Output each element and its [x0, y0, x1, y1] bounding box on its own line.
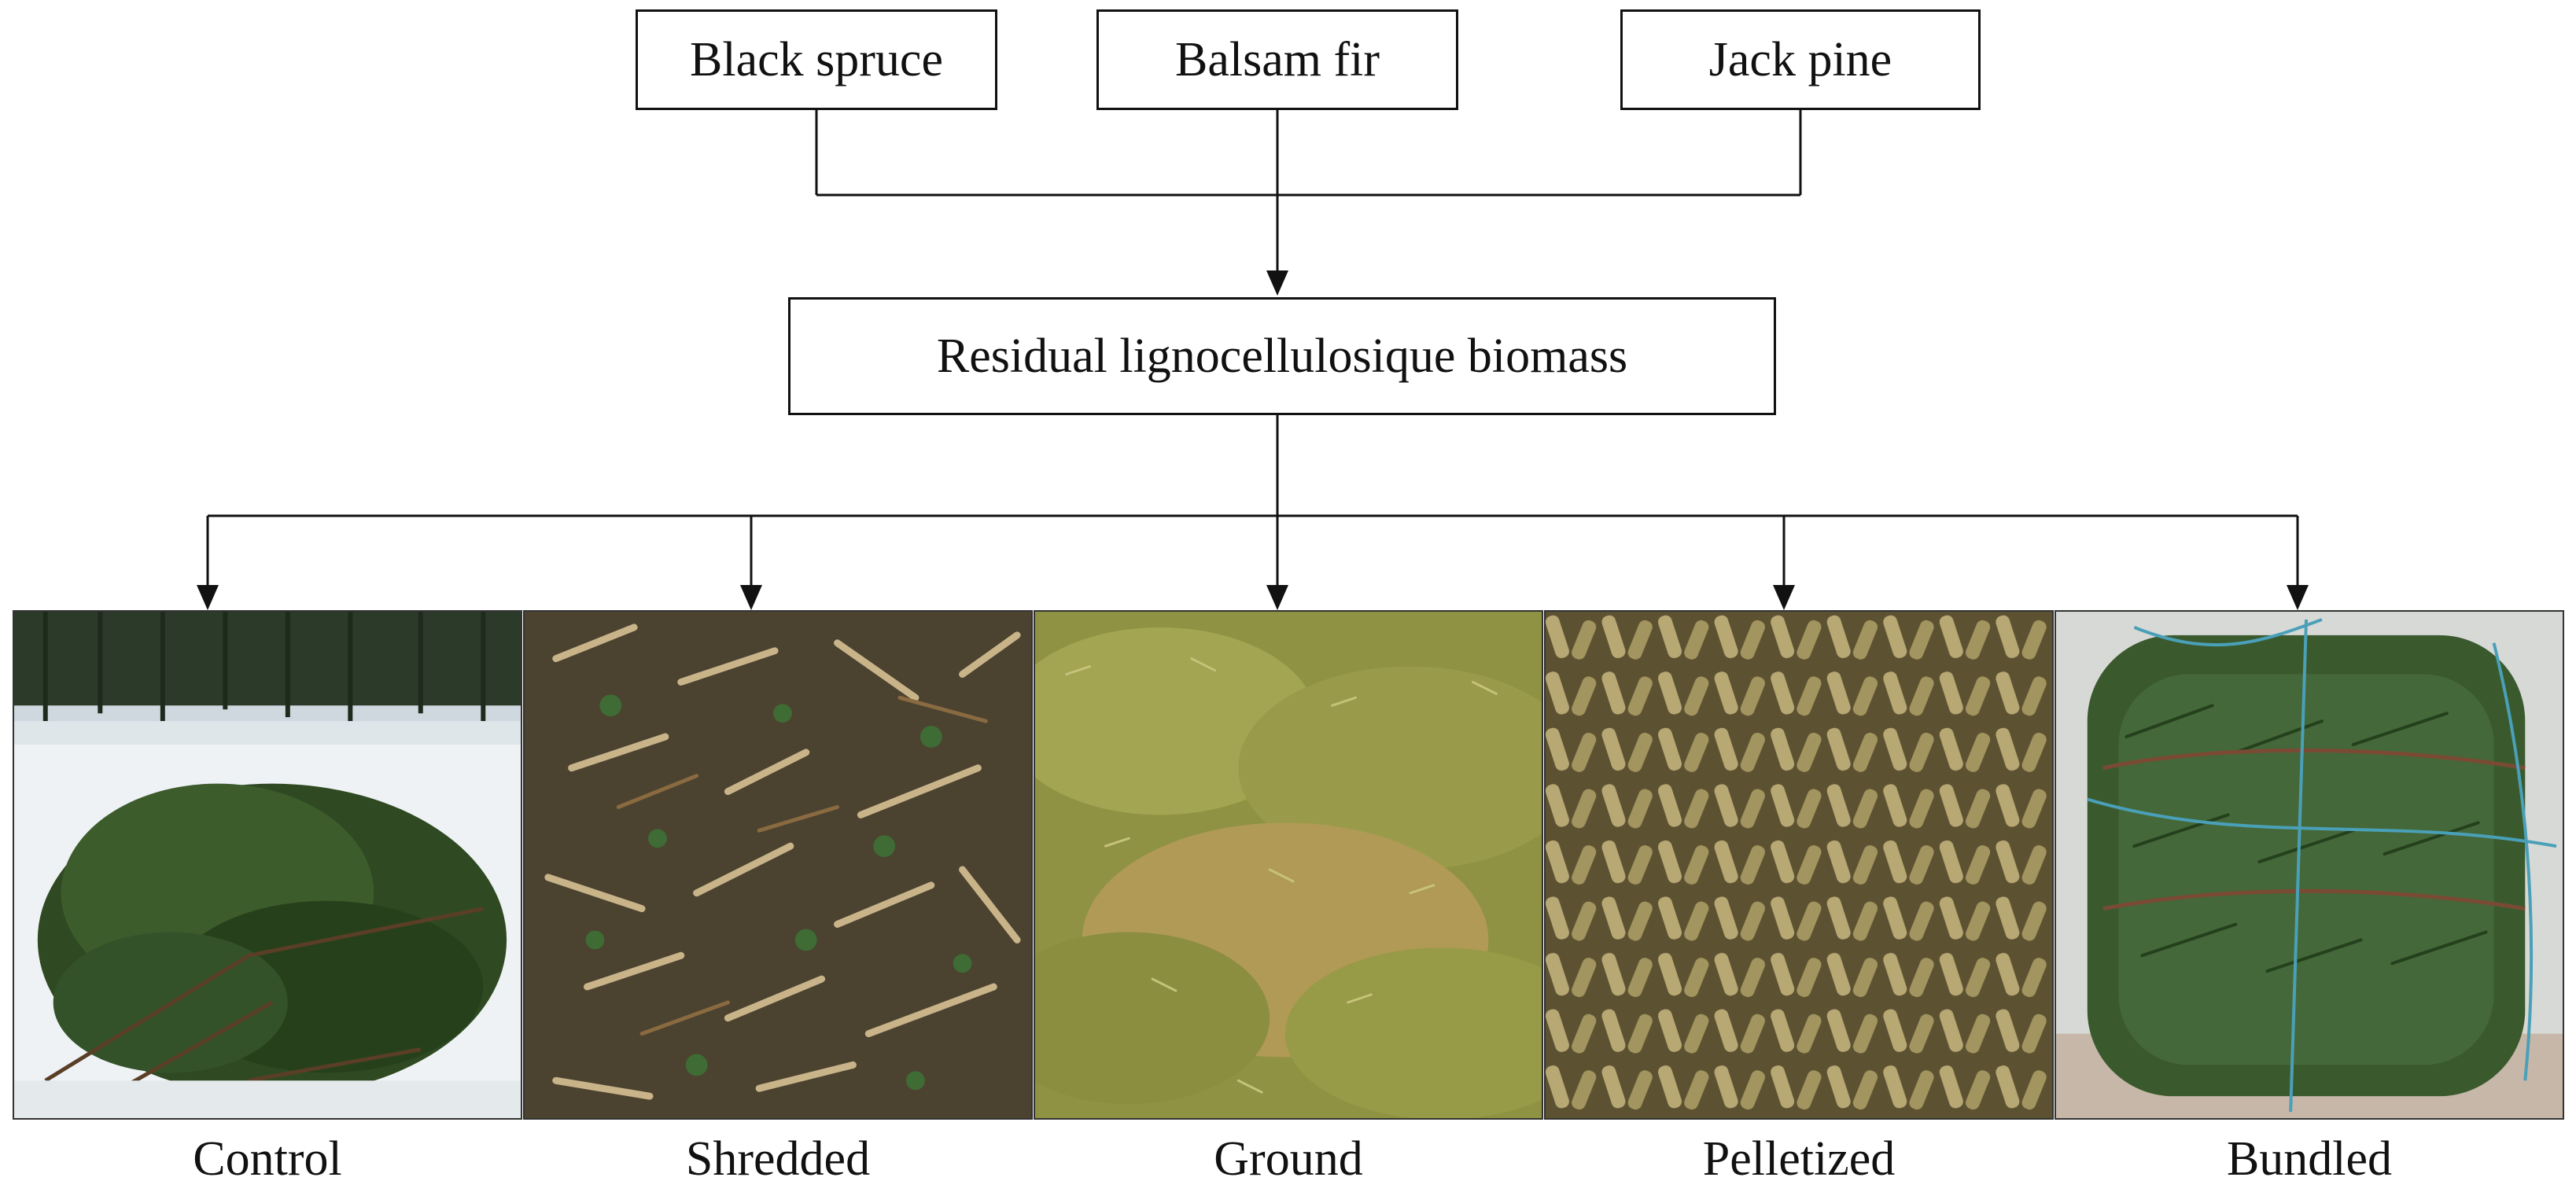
species-label: Balsam fir — [1175, 32, 1380, 86]
ground-green-fibers-icon — [1035, 612, 1542, 1118]
species-label: Jack pine — [1708, 32, 1892, 86]
caption-pelletized: Pelletized — [1702, 1131, 1896, 1186]
photo-ground — [1034, 610, 1543, 1120]
photo-control — [13, 610, 522, 1120]
species-box-black-spruce: Black spruce — [636, 9, 997, 110]
tied-branch-bundle-icon — [2056, 612, 2563, 1118]
species-label: Black spruce — [690, 32, 943, 86]
caption-bundled: Bundled — [2226, 1131, 2393, 1186]
species-box-balsam-fir: Balsam fir — [1096, 9, 1458, 110]
caption-ground: Ground — [1214, 1131, 1363, 1186]
arrowhead-control — [197, 585, 219, 610]
arrowhead-biomass — [1266, 270, 1288, 296]
species-box-jack-pine: Jack pine — [1620, 9, 1981, 110]
biomass-box: Residual lignocellulosique biomass — [788, 297, 1776, 415]
arrowhead-ground — [1266, 585, 1288, 610]
caption-shredded: Shredded — [685, 1131, 871, 1186]
caption-control: Control — [193, 1131, 342, 1186]
arrowhead-shredded — [740, 585, 762, 610]
shredded-wood-chips-icon — [525, 612, 1031, 1118]
photo-shredded — [523, 610, 1033, 1120]
photo-pelletized — [1544, 610, 2054, 1120]
spruce-branches-on-snow-icon — [14, 612, 521, 1118]
arrowhead-pelletized — [1773, 585, 1795, 610]
photo-bundled — [2055, 610, 2564, 1120]
wood-pellets-icon — [1546, 612, 2052, 1118]
biomass-label: Residual lignocellulosique biomass — [936, 329, 1628, 383]
arrowhead-bundled — [2287, 585, 2309, 610]
